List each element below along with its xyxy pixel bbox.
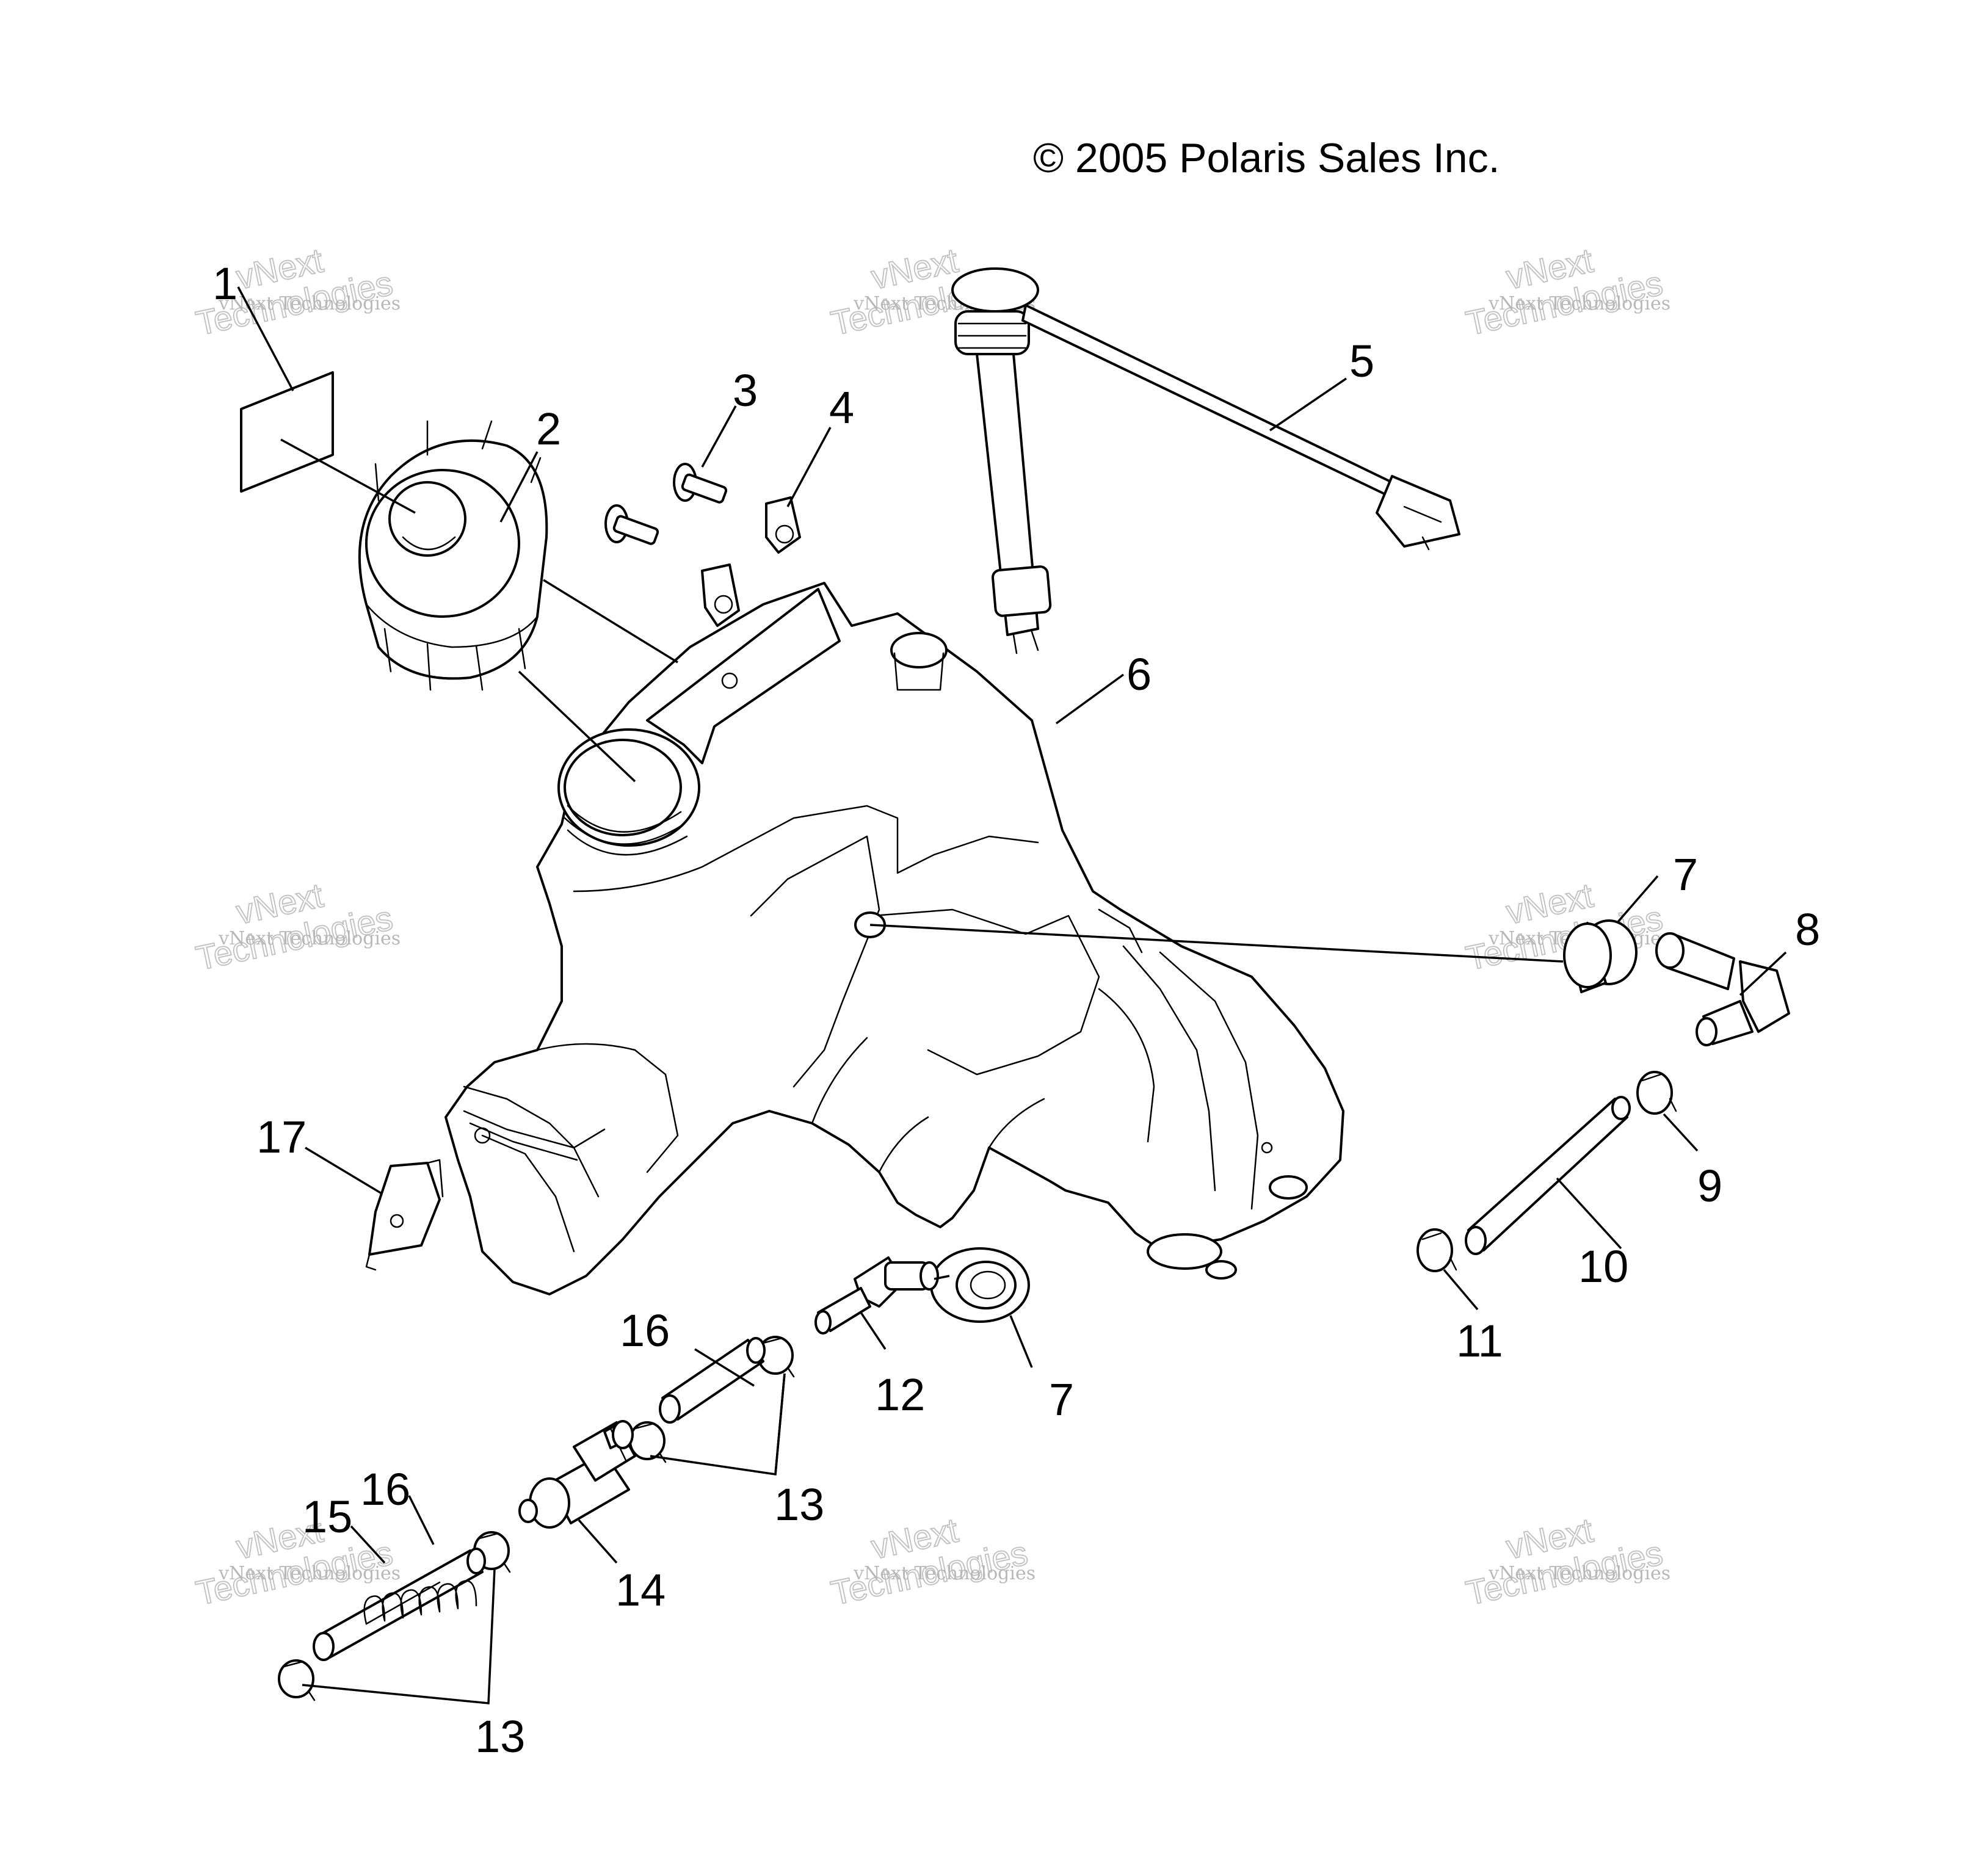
part-17-bracket[interactable] <box>365 1159 444 1271</box>
callout-7-right: 7 <box>1673 849 1698 900</box>
part-7-grommet[interactable] <box>1563 919 1638 993</box>
part-7-grommet[interactable] <box>930 1247 1030 1323</box>
svg-text:vNext Technologies: vNext Technologies <box>853 1563 1036 1584</box>
part-14-fuel-filter[interactable] <box>518 1420 636 1529</box>
part-6-fuel-tank[interactable] <box>444 582 1344 1295</box>
callout-16-upper: 16 <box>620 1305 670 1356</box>
part-15-hose-spring[interactable] <box>363 1580 477 1625</box>
part-10-fuel-hose[interactable] <box>1465 1096 1631 1255</box>
svg-text:vNext Technologies: vNext Technologies <box>1488 1563 1670 1584</box>
part-13-hose-clamp[interactable] <box>278 1659 316 1701</box>
callout-5: 5 <box>1349 336 1374 386</box>
callout-3: 3 <box>733 365 758 416</box>
leader-lines <box>237 286 1787 1704</box>
svg-text:vNext Technologies: vNext Technologies <box>1488 293 1670 314</box>
callout-4: 4 <box>829 382 854 433</box>
part-3-bolt[interactable] <box>673 463 728 504</box>
watermark: vNext Technologies vNext Technologies <box>192 875 401 978</box>
watermark: vNext Technologies vNext Technologies <box>827 1510 1036 1613</box>
callout-11: 11 <box>1456 1316 1503 1366</box>
callout-7-bottom: 7 <box>1049 1374 1074 1425</box>
callout-14: 14 <box>615 1565 666 1615</box>
part-4-clip-nut[interactable] <box>765 496 801 554</box>
callout-16-lower: 16 <box>360 1464 410 1515</box>
callout-15: 15 <box>302 1491 352 1542</box>
svg-text:vNext Technologies: vNext Technologies <box>218 928 401 949</box>
callout-10: 10 <box>1578 1241 1628 1292</box>
svg-text:vNext Technologies: vNext Technologies <box>218 293 401 314</box>
part-4-clip-nut[interactable] <box>701 563 740 627</box>
part-2-fuel-cap[interactable] <box>358 420 548 691</box>
watermark: vNext Technologies vNext Technologies <box>1462 875 1670 978</box>
part-16-fuel-hose[interactable] <box>659 1337 766 1424</box>
callout-1: 1 <box>212 258 238 309</box>
callout-2: 2 <box>536 404 561 454</box>
callout-labels: 1 2 3 4 5 6 7 7 8 9 10 11 12 13 13 14 15… <box>212 258 1820 1762</box>
part-8-elbow-fitting[interactable] <box>1655 932 1790 1046</box>
watermark: vNext Technologies vNext Technologies <box>1462 1510 1670 1613</box>
watermark: vNext Technologies vNext Technologies <box>1462 240 1670 343</box>
part-3-bolt[interactable] <box>604 504 659 545</box>
part-13-hose-clamp[interactable] <box>757 1336 795 1378</box>
callout-17: 17 <box>256 1112 307 1162</box>
part-9-hose-clamp[interactable] <box>1636 1071 1677 1115</box>
part-1-decal[interactable] <box>240 371 334 493</box>
part-12-elbow-fitting[interactable] <box>814 1256 939 1335</box>
callout-6: 6 <box>1126 649 1152 700</box>
callout-12: 12 <box>875 1369 925 1420</box>
callout-8: 8 <box>1795 904 1820 955</box>
svg-text:vNext Technologies: vNext Technologies <box>218 1563 401 1584</box>
callout-13-lower: 13 <box>475 1711 525 1762</box>
part-11-hose-clamp[interactable] <box>1416 1228 1457 1272</box>
callout-13-upper: 13 <box>774 1479 824 1530</box>
copyright-notice: © 2005 Polaris Sales Inc. <box>1033 135 1500 181</box>
callout-9: 9 <box>1697 1161 1722 1211</box>
part-5-fuel-level-sender[interactable] <box>951 267 1460 654</box>
